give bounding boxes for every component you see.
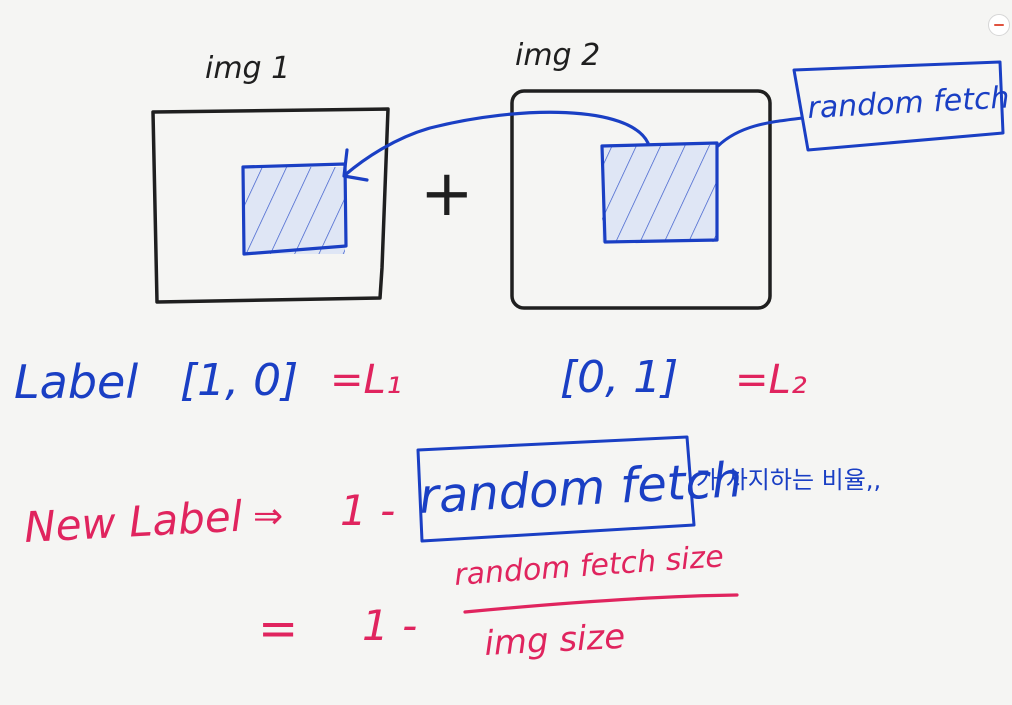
- minimize-icon: [994, 24, 1004, 26]
- img2-frame: [510, 89, 772, 310]
- label-l1-vector: [1, 0]: [180, 355, 298, 406]
- plus-sign: +: [420, 157, 474, 231]
- fraction-numerator: random fetch size: [453, 539, 725, 593]
- callout-connector: [716, 116, 804, 148]
- random-fetch-highlight-box: [416, 435, 696, 543]
- fraction-denominator: img size: [483, 617, 626, 664]
- korean-suffix: 가 차지하는 비율,,: [696, 466, 881, 494]
- random-fetch-callout-text: random fetch: [807, 80, 1011, 126]
- random-fetch-callout-box: [792, 60, 1005, 152]
- label-word: Label: [14, 355, 138, 409]
- one-minus-1: 1 -: [340, 486, 395, 535]
- img2-label: img 2: [515, 38, 600, 73]
- label-l2-equation: =L₂: [735, 357, 807, 403]
- img1-label: img 1: [205, 51, 290, 86]
- copy-arrow: [343, 110, 650, 177]
- fraction-bar: [463, 593, 739, 614]
- new-label-word: New Label: [23, 492, 244, 552]
- label-l1-equation: =L₁: [330, 357, 402, 403]
- label-l2-vector: [0, 1]: [560, 352, 678, 403]
- img1-frame: [151, 107, 390, 304]
- one-minus-2: 1 -: [362, 601, 417, 650]
- implies-arrow: ⇒: [253, 496, 283, 537]
- minimize-button[interactable]: [988, 14, 1010, 36]
- equals-sign: =: [258, 601, 298, 657]
- random-fetch-highlight-text: random fetch: [418, 452, 744, 525]
